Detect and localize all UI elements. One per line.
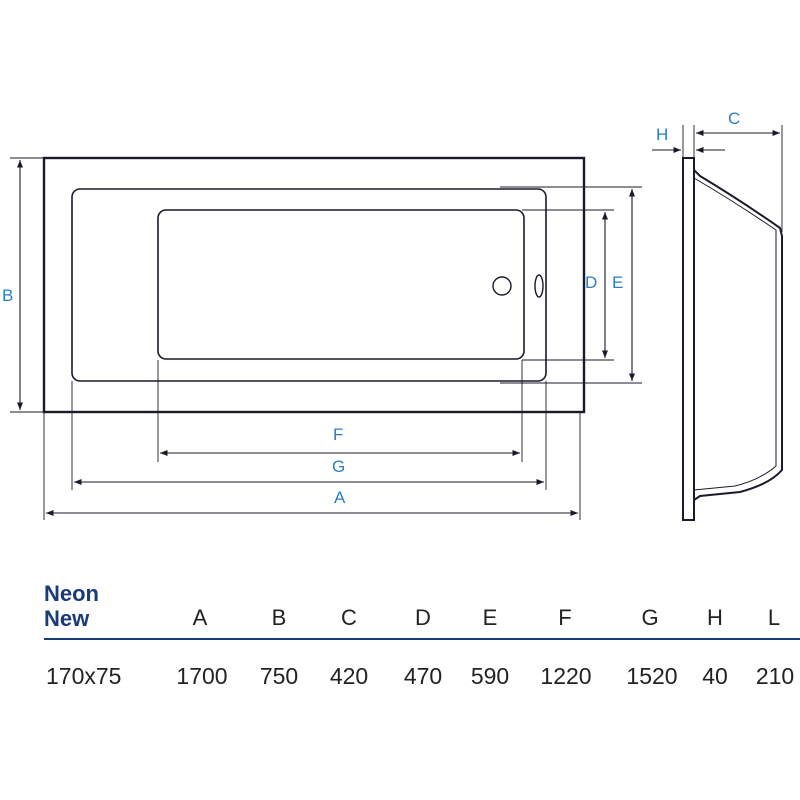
- value-e: 590: [470, 663, 510, 689]
- dimension-lines: [16, 160, 636, 517]
- value-b: 750: [259, 663, 299, 689]
- label-h: H: [656, 125, 668, 144]
- dimension-labels: B D E F G A C H: [2, 109, 740, 507]
- label-g: G: [332, 457, 345, 476]
- label-a: A: [334, 488, 346, 507]
- value-d: 470: [403, 663, 443, 689]
- header-a: A: [192, 605, 208, 630]
- value-a: 1700: [176, 663, 228, 689]
- row-size: 170x75: [46, 663, 122, 689]
- tub-floor: [157, 209, 525, 360]
- model-name: Neon New: [44, 581, 99, 631]
- label-c: C: [728, 109, 740, 128]
- label-e: E: [612, 273, 623, 292]
- value-l: 210: [755, 663, 795, 689]
- bathtub-technical-drawing: B D E F G A C H: [2, 109, 783, 521]
- side-dimension-lines: [652, 129, 780, 154]
- value-c: 420: [329, 663, 369, 689]
- header-h: H: [707, 605, 723, 630]
- value-f: 1220: [540, 663, 592, 689]
- extension-lines: [10, 157, 642, 520]
- overflow-icon: [534, 274, 544, 298]
- label-b: B: [2, 286, 13, 305]
- drain-icon: [492, 276, 512, 296]
- model-name-line2: New: [44, 606, 90, 631]
- side-rim: [682, 157, 695, 521]
- model-name-line1: Neon: [44, 581, 99, 606]
- top-view: [10, 156, 642, 520]
- table-divider: [44, 638, 800, 640]
- label-d: D: [585, 273, 597, 292]
- side-tub-inner: [693, 177, 777, 491]
- tub-inner-basin: [71, 188, 547, 382]
- header-b: B: [271, 605, 287, 630]
- tub-outer-rim: [42, 156, 586, 414]
- label-f: F: [333, 425, 343, 444]
- header-c: C: [341, 605, 357, 630]
- header-l: L: [767, 605, 781, 630]
- header-d: D: [415, 605, 431, 630]
- header-f: F: [558, 605, 572, 630]
- side-foot: [699, 491, 741, 497]
- value-h: 40: [702, 663, 728, 689]
- side-extension-lines: [682, 125, 783, 232]
- value-g: 1520: [626, 663, 678, 689]
- header-g: G: [641, 605, 659, 630]
- header-e: E: [482, 605, 498, 630]
- side-view: [652, 125, 783, 521]
- side-tub-profile: [693, 169, 783, 501]
